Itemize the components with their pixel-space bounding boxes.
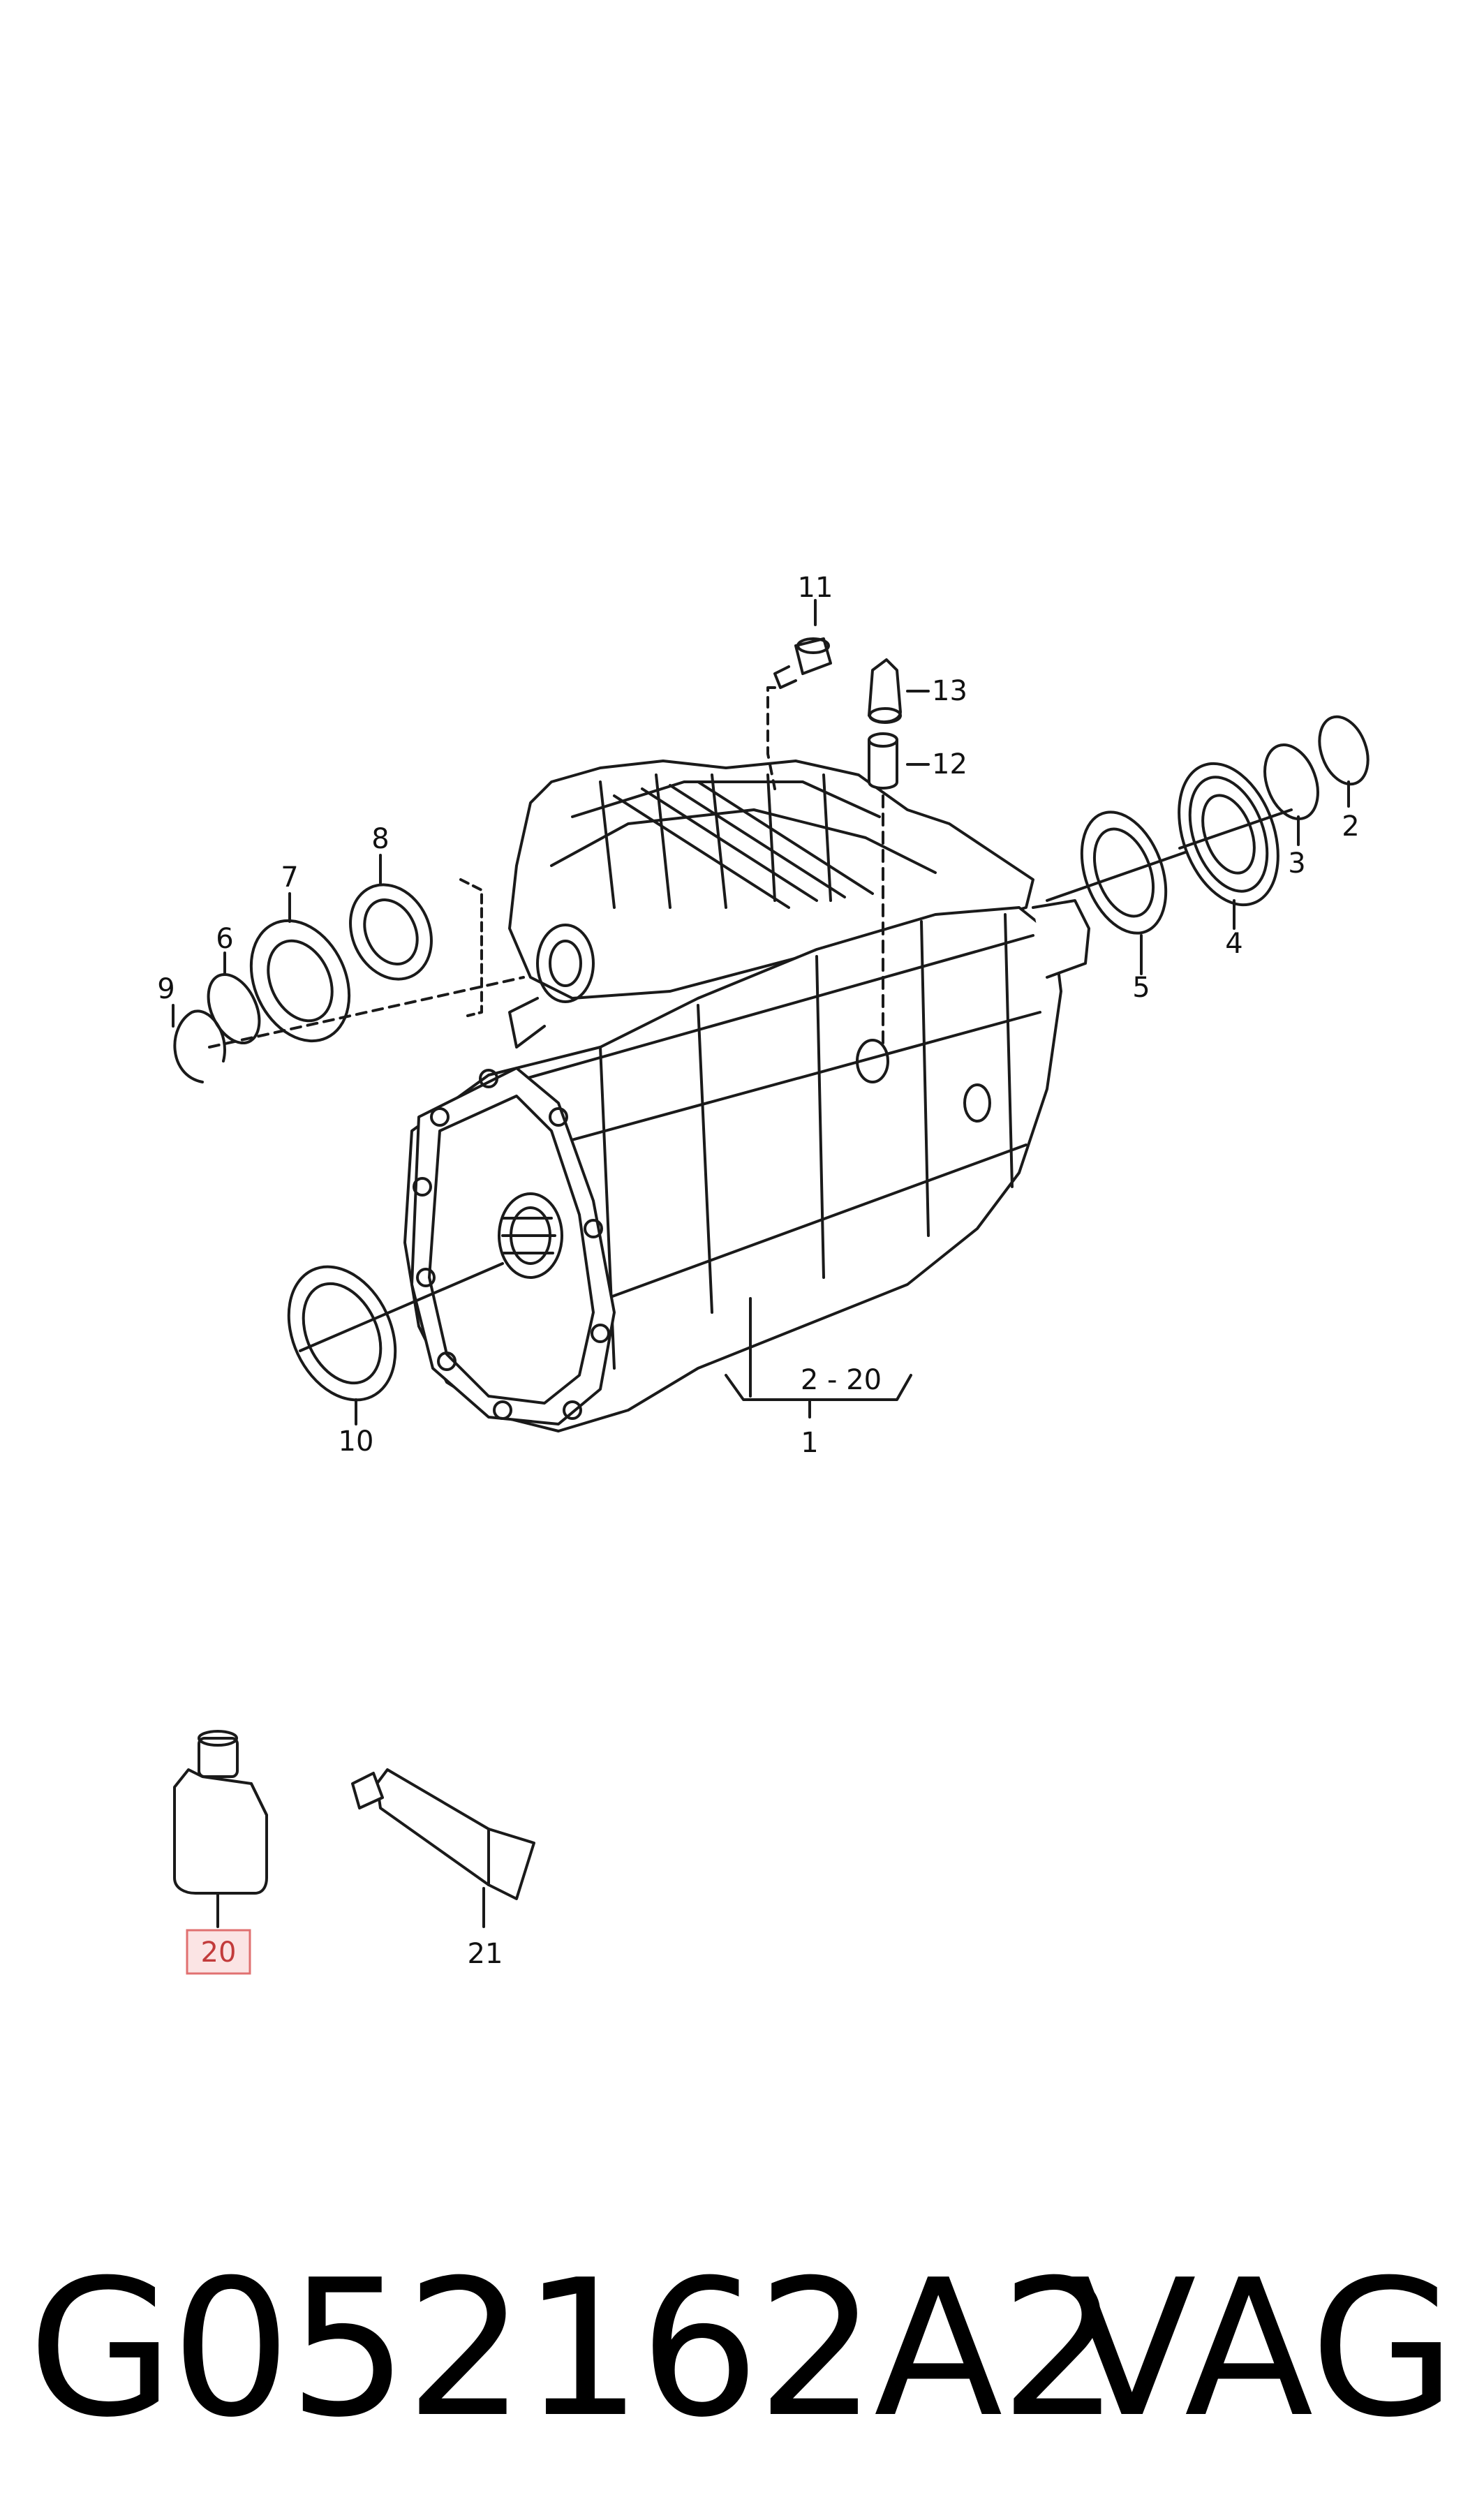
- brand-label: VAG: [1067, 2239, 1456, 2459]
- seal-4: [1178, 762, 1293, 930]
- callout-5[interactable]: 5: [1132, 972, 1150, 1004]
- sleeve-12: [868, 732, 930, 1049]
- seal-10: [287, 1262, 504, 1425]
- callout-8[interactable]: 8: [371, 823, 389, 855]
- callout-6[interactable]: 6: [216, 923, 233, 955]
- circlip-2: [1318, 715, 1370, 808]
- callout-12[interactable]: 12: [932, 748, 967, 780]
- callout-7[interactable]: 7: [281, 861, 298, 894]
- footer: G052162A2 VAG: [0, 2234, 1484, 2464]
- part-number: G052162A2: [28, 2239, 1120, 2459]
- callout-9[interactable]: 9: [157, 973, 175, 1005]
- shim-7: [249, 892, 351, 1043]
- oil-bottle-20: [173, 1730, 268, 1928]
- transfer-case-housing: [403, 760, 1090, 1432]
- seal-5: [1046, 810, 1199, 975]
- callout-13[interactable]: 13: [932, 675, 967, 707]
- callout-20-highlight[interactable]: 20: [186, 1929, 251, 1975]
- callout-1-leader: [725, 1297, 912, 1419]
- seal-8: [349, 854, 433, 981]
- plug-13: [868, 658, 930, 724]
- callout-1[interactable]: 1: [801, 1427, 818, 1459]
- exploded-parts-diagram: 11 13 12 8 7 6 9 3 2 4 5 10 2 - 20 1 20 …: [157, 572, 1370, 1975]
- callout-range: 2 - 20: [801, 1364, 882, 1396]
- callout-21[interactable]: 21: [468, 1938, 503, 1970]
- bolt-11: [766, 599, 832, 790]
- callout-2[interactable]: 2: [1342, 810, 1359, 843]
- callout-3[interactable]: 3: [1288, 847, 1305, 880]
- callout-11[interactable]: 11: [798, 572, 833, 604]
- callout-10[interactable]: 10: [339, 1425, 374, 1458]
- sealant-tube-21: [351, 1768, 535, 1928]
- callout-4[interactable]: 4: [1225, 928, 1242, 960]
- callout-20[interactable]: 20: [201, 1936, 237, 1969]
- circlip-3: [1263, 743, 1319, 846]
- circlip-9: [172, 1004, 226, 1083]
